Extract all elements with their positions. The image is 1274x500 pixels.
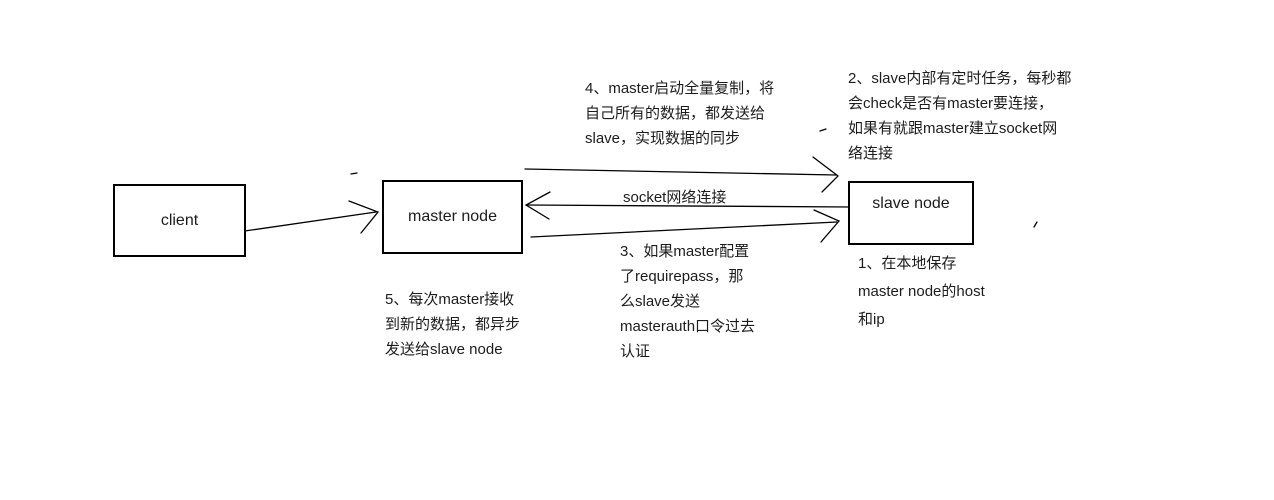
note-line: 发送给slave node	[385, 341, 503, 358]
note-line: 如果有就跟master建立socket网	[848, 120, 1058, 137]
note-step5-async-send: 5、每次master接收 到新的数据，都异步 发送给slave node	[385, 287, 520, 362]
socket-connection-label: socket网络连接	[623, 189, 727, 206]
note-line: 会check是否有master要连接，	[848, 95, 1054, 112]
arrow-client-to-master	[230, 200, 380, 234]
node-slave: slave node	[848, 181, 974, 245]
note-line: 自己所有的数据，都发送给	[585, 105, 766, 122]
note-line: 到新的数据，都异步	[385, 316, 521, 333]
note-line: 和ip	[858, 311, 885, 328]
note-line: 2、slave内部有定时任务，每秒都	[848, 70, 1072, 87]
note-line: 么slave发送	[620, 293, 701, 310]
node-client-label: client	[160, 211, 199, 229]
arrow-slave-to-master-socket	[524, 191, 852, 220]
note-step3-auth: 3、如果master配置 了requirepass，那 么slave发送 mas…	[620, 239, 755, 364]
note-line: slave，实现数据的同步	[585, 130, 741, 147]
arrow-master-to-slave-top	[524, 156, 839, 193]
note-line: 络连接	[848, 145, 894, 162]
note-line: 认证	[620, 343, 651, 360]
note-step1-save-host-ip: 1、在本地保存 master node的host 和ip	[858, 250, 985, 334]
note-step4-full-copy: 4、master启动全量复制，将 自己所有的数据，都发送给 slave，实现数据…	[585, 76, 774, 151]
node-client: client	[113, 184, 246, 257]
note-line: 1、在本地保存	[858, 255, 957, 272]
stray-pen-marks	[350, 128, 1038, 228]
note-step2-timer-check: 2、slave内部有定时任务，每秒都 会check是否有master要连接， 如…	[848, 66, 1071, 166]
arrow-master-to-slave-bottom	[530, 209, 841, 243]
note-line: 3、如果master配置	[620, 243, 750, 260]
node-slave-label: slave node	[872, 195, 950, 212]
node-master: master node	[382, 180, 523, 254]
note-line: 5、每次master接收	[385, 291, 515, 308]
note-line: master node的host	[858, 283, 985, 300]
note-line: masterauth口令过去	[620, 318, 756, 335]
note-line: 4、master启动全量复制，将	[585, 80, 775, 97]
node-master-label: master node	[408, 208, 497, 225]
note-line: 了requirepass，那	[620, 268, 744, 285]
